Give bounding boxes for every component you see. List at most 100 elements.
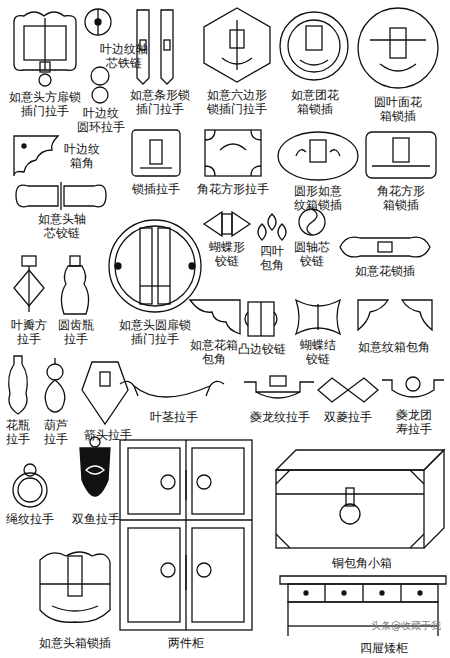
hardware-drawing <box>205 130 261 176</box>
part-name: 夔龙团 寿拉手 <box>390 408 438 437</box>
hardware-drawing <box>270 376 286 386</box>
hardware-drawing <box>185 440 186 630</box>
part-name: 如意头方扉锁 插门拉手 <box>4 90 86 119</box>
part-name: 如意头箱锁插 <box>33 636 117 650</box>
hardware-drawing <box>132 130 180 176</box>
hardware-drawing <box>204 212 250 236</box>
part-name: 蝴蝶形 铰链 <box>204 240 250 269</box>
hardware-drawing <box>204 8 270 82</box>
hardware-drawing <box>28 266 29 312</box>
hardware-drawing <box>14 136 58 176</box>
part-name: 箭头拉手 <box>80 428 136 442</box>
hardware-drawing <box>109 220 201 312</box>
hardware-drawing <box>40 62 50 72</box>
hardware-drawing <box>244 382 314 398</box>
part-name: 锁插拉手 <box>126 182 186 196</box>
hardware-drawing <box>16 185 58 207</box>
hardware-drawing <box>205 130 261 176</box>
hardware-drawing <box>390 28 406 58</box>
hardware-drawing <box>362 584 363 602</box>
hardware-drawing <box>132 130 180 176</box>
hardware-drawing <box>276 450 444 548</box>
hardware-drawing <box>24 464 36 476</box>
part-name: 圆叶面花 箱锁插 <box>368 95 428 124</box>
hardware-drawing <box>276 493 424 494</box>
hardware-drawing <box>9 356 128 424</box>
part-name: 圆齿瓶 拉手 <box>54 318 98 347</box>
hardware-drawing <box>61 266 88 314</box>
hardware-drawing <box>393 138 409 162</box>
hardware-drawing <box>236 20 237 70</box>
hardware-drawing <box>95 19 101 25</box>
hardware-drawing <box>245 302 277 336</box>
hardware-drawing <box>115 226 195 306</box>
hardware-drawing <box>300 60 328 65</box>
hardware-drawing <box>18 478 42 502</box>
part-name: 凸边铰链 <box>234 342 290 356</box>
hardware-drawing <box>185 470 186 500</box>
hardware-drawing <box>310 140 326 162</box>
hardware-drawing <box>288 584 438 602</box>
hardware-drawing <box>340 504 360 524</box>
hardware-drawing <box>258 214 286 240</box>
part-name: 叶边纹 圆环拉手 <box>75 106 127 135</box>
hardware-drawing <box>120 381 224 397</box>
hardware-drawing <box>299 209 325 235</box>
part-name: 圆轴芯 铰链 <box>290 240 334 269</box>
part-name: 角花方形拉手 <box>192 182 274 196</box>
hardware-drawing <box>197 563 211 577</box>
hardware-drawing <box>192 448 244 514</box>
hardware-drawing <box>340 237 430 257</box>
hardware-drawing <box>342 591 346 595</box>
hardware-drawing <box>278 132 358 180</box>
hardware-drawing <box>85 9 111 35</box>
hardware-drawing <box>40 552 110 622</box>
hardware-drawing <box>22 256 36 266</box>
hardware-drawing <box>52 606 98 611</box>
hardware-drawing <box>80 448 110 496</box>
part-name: 铜包角小箱 <box>324 556 400 570</box>
hardware-drawing <box>380 64 416 71</box>
hardware-drawing <box>120 440 252 630</box>
hardware-drawing <box>296 150 340 156</box>
part-name: 两件柜 <box>161 636 211 650</box>
part-name: 角花方形 箱锁插 <box>369 184 433 213</box>
part-name: 葫芦 拉手 <box>41 418 71 447</box>
hardware-drawing <box>128 448 180 514</box>
hardware-drawing <box>189 263 195 269</box>
hardware-drawing <box>318 378 378 402</box>
part-name: 圆形如意 纹箱锁插 <box>286 184 350 213</box>
hardware-drawing <box>70 256 80 266</box>
hardware-drawing <box>140 228 152 304</box>
hardware-drawing <box>317 304 318 330</box>
hardware-drawing <box>220 144 246 150</box>
hardware-drawing <box>68 556 82 596</box>
part-name: 四屉矮柜 <box>354 641 414 655</box>
hardware-drawing <box>120 440 252 630</box>
watermark: 头条@收藏于我 <box>364 620 448 633</box>
hardware-drawing <box>109 220 201 312</box>
part-name: 叶茎拉手 <box>144 410 204 424</box>
hardware-drawing <box>280 12 348 80</box>
hardware-drawing <box>260 302 261 336</box>
hardware-drawing <box>276 470 424 548</box>
hardware-drawing <box>197 475 211 489</box>
hardware-drawing <box>140 167 172 168</box>
hardware-drawing <box>424 450 444 548</box>
hardware-drawing <box>161 10 173 84</box>
hardware-drawing <box>9 356 28 414</box>
hardware-drawing <box>164 40 170 50</box>
hardware-drawing <box>296 300 340 334</box>
part-name: 双菱拉手 <box>320 410 376 424</box>
hardware-drawing <box>358 8 438 88</box>
hardware-drawing <box>382 377 444 397</box>
hardware-drawing <box>120 519 252 520</box>
hardware-drawing <box>92 87 108 103</box>
hardware-drawing <box>128 528 180 622</box>
hardware-drawing <box>204 212 250 236</box>
hardware-drawing <box>402 300 432 330</box>
hardware-drawing <box>134 386 210 396</box>
hardware-drawing <box>40 552 110 622</box>
part-name: 如意花锁插 <box>349 264 421 278</box>
